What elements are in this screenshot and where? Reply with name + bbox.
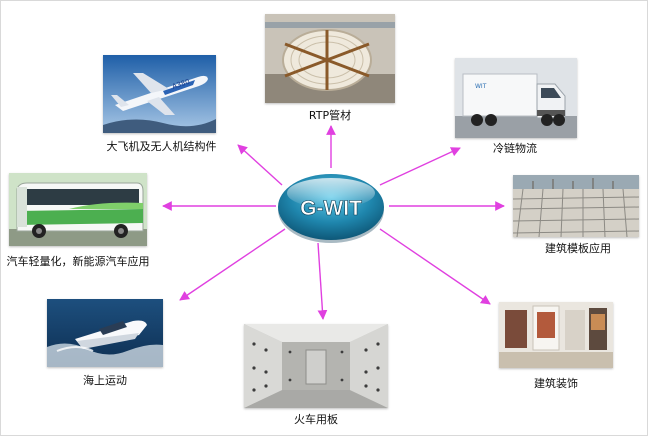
interior-decor-photo	[499, 302, 613, 368]
svg-text:WIT: WIT	[475, 83, 487, 90]
auto-label: 汽车轻量化，新能源汽车应用	[6, 255, 150, 268]
rtp-label: RTP管材	[308, 109, 352, 122]
marine-label: 海上运动	[83, 374, 127, 387]
arrow-to-marine	[179, 228, 286, 301]
building-formwork-photo	[513, 175, 639, 237]
cold-chain-truck-photo: WIT	[455, 58, 577, 138]
bus-photo	[9, 173, 147, 246]
train-interior-photo	[244, 324, 388, 408]
arrow-to-decor	[379, 228, 491, 305]
train-label: 火车用板	[294, 413, 338, 426]
aircraft-photo: A380	[103, 55, 216, 133]
hub-label: G-WIT	[300, 197, 362, 220]
speedboat-photo	[47, 299, 163, 367]
decor-label: 建筑装饰	[534, 377, 578, 390]
hub-badge: G-WIT	[276, 171, 386, 245]
rtp-pipe-photo	[265, 14, 395, 103]
arrow-to-train	[317, 242, 328, 320]
building-formwork-label: 建筑模板应用	[545, 242, 611, 255]
aircraft-label: 大飞机及无人机结构件	[106, 140, 217, 153]
arrow-to-cold	[379, 147, 461, 186]
cold-chain-label: 冷链物流	[493, 142, 537, 155]
arrow-to-aircraft	[237, 144, 283, 186]
